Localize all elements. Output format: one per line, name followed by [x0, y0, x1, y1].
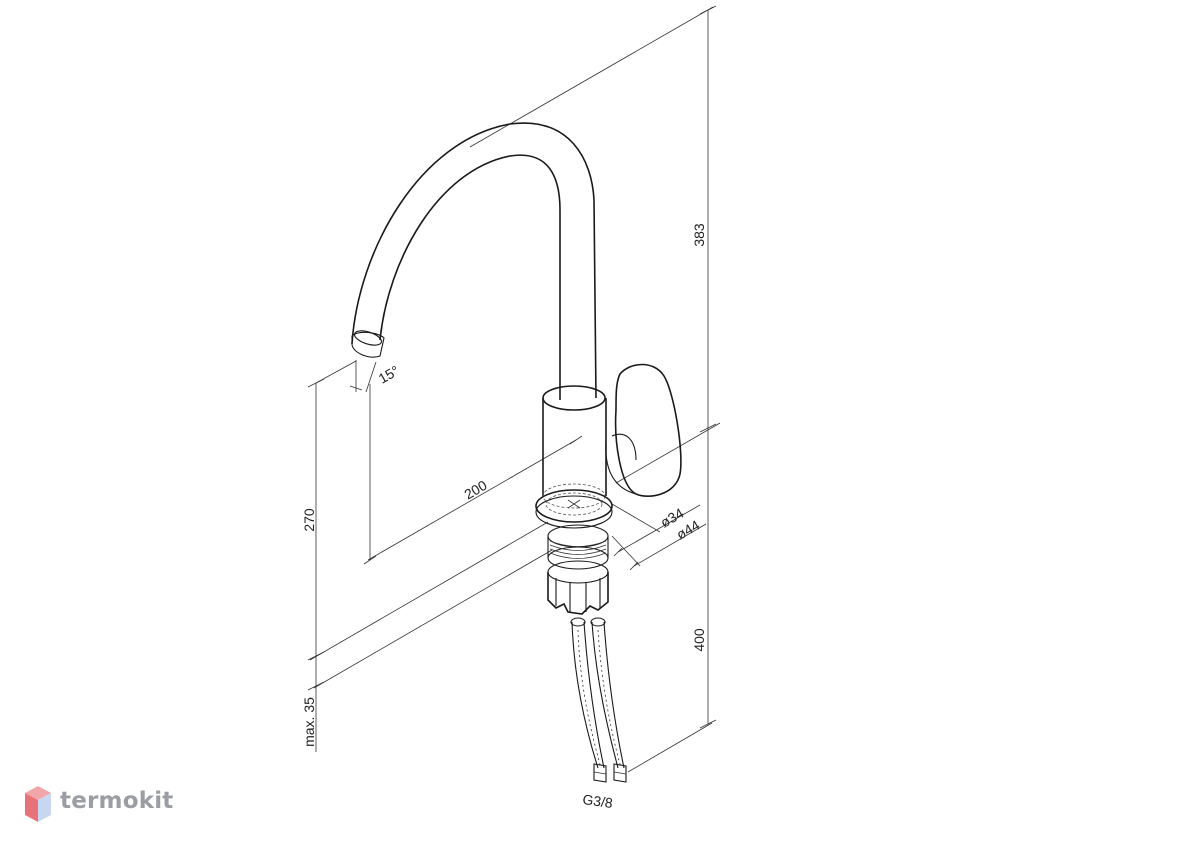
dim-383-label: 383 [691, 223, 707, 247]
dimension-200: 200 [363, 384, 583, 565]
termokit-logo-icon [25, 786, 51, 822]
dim-200-label: 200 [461, 477, 489, 503]
thread-label: G3/8 [582, 791, 614, 811]
handle-lever [614, 363, 682, 498]
dimension-15deg: 15° [349, 360, 402, 393]
dim-270-label: 270 [301, 508, 317, 532]
dimension-max35: max. 35 [301, 549, 553, 752]
dim-400-label: 400 [691, 628, 707, 652]
dimension-270: 270 [301, 360, 549, 661]
dim-15deg-label: 15° [376, 362, 402, 386]
threaded-stud [547, 524, 609, 570]
spout-tip [351, 331, 385, 358]
termokit-logo-text: termokit [60, 788, 174, 814]
spout-inner [379, 154, 561, 400]
main-cylinder [542, 398, 607, 496]
dim-max35-label: max. 35 [301, 697, 317, 747]
mounting-nut [547, 560, 609, 615]
spout-outer [351, 122, 597, 399]
flexible-hoses [570, 617, 627, 783]
dimension-diameters: ø34 ø44 [611, 503, 707, 571]
base-flange [535, 489, 613, 523]
faucet-body: G3/8 [351, 122, 682, 811]
dimension-400: 400 [627, 428, 717, 773]
